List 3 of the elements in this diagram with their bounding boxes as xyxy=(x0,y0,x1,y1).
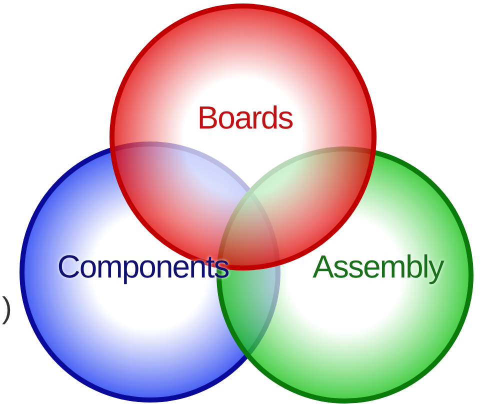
circle-label: Assembly xyxy=(312,248,444,286)
circle-label: Boards xyxy=(197,100,293,136)
text-fragment: ) xyxy=(2,292,12,326)
